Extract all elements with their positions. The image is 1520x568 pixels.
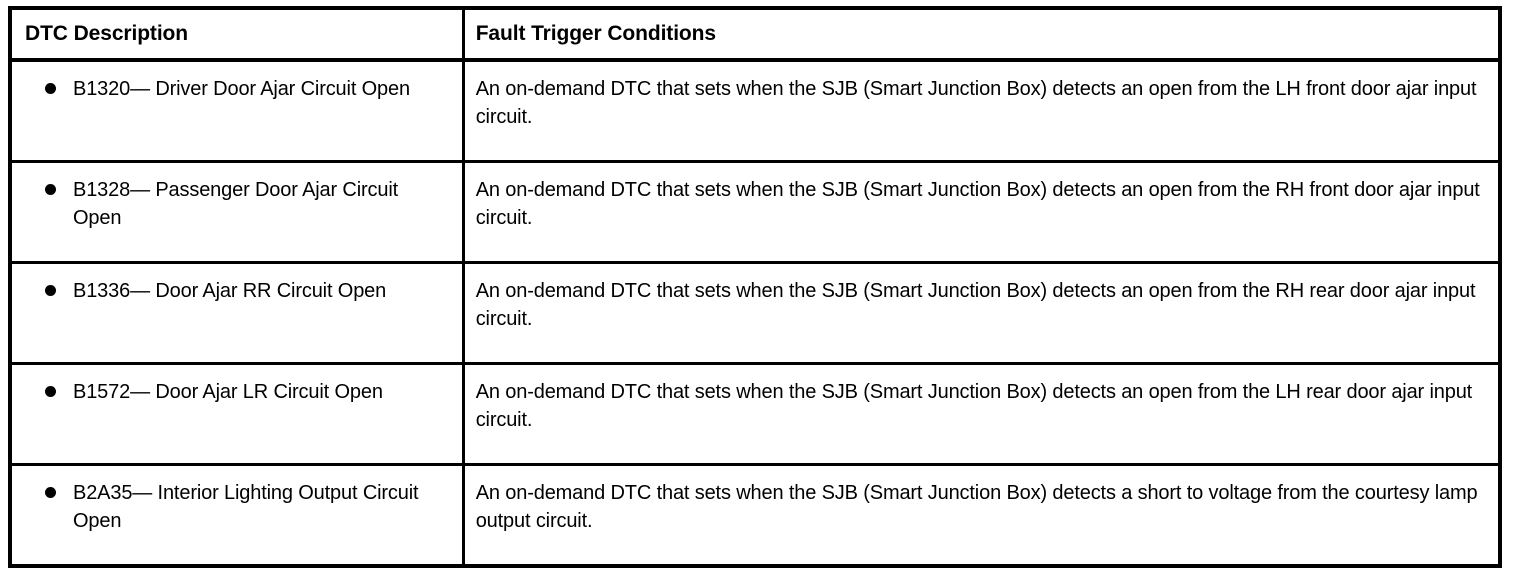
- table-row: B1336— Door Ajar RR Circuit Open An on-d…: [10, 261, 1500, 364]
- cell-dtc-description: B1572— Door Ajar LR Circuit Open: [10, 362, 465, 465]
- bullet-icon: [45, 184, 56, 195]
- dtc-description-text: B1572— Door Ajar LR Circuit Open: [73, 381, 383, 403]
- table-row: B1320— Driver Door Ajar Circuit Open An …: [10, 60, 1500, 162]
- bullet-icon: [45, 386, 56, 397]
- fault-trigger-conditions-text: An on-demand DTC that sets when the SJB …: [475, 482, 1478, 533]
- bullet-icon: [45, 487, 56, 498]
- cell-dtc-description: B1328— Passenger Door Ajar Circuit Open: [10, 160, 465, 263]
- cell-fault-trigger-conditions: An on-demand DTC that sets when the SJB …: [463, 60, 1500, 162]
- fault-trigger-conditions-text: An on-demand DTC that sets when the SJB …: [475, 78, 1477, 129]
- fault-trigger-conditions-text: An on-demand DTC that sets when the SJB …: [475, 280, 1476, 331]
- fault-trigger-conditions-text: An on-demand DTC that sets when the SJB …: [475, 179, 1480, 230]
- cell-fault-trigger-conditions: An on-demand DTC that sets when the SJB …: [463, 362, 1500, 465]
- cell-dtc-description: B2A35— Interior Lighting Output Circuit …: [10, 463, 465, 566]
- cell-fault-trigger-conditions: An on-demand DTC that sets when the SJB …: [463, 261, 1500, 364]
- dtc-description-text: B1336— Door Ajar RR Circuit Open: [73, 280, 387, 302]
- table-row: B1572— Door Ajar LR Circuit Open An on-d…: [10, 362, 1500, 465]
- cell-fault-trigger-conditions: An on-demand DTC that sets when the SJB …: [463, 160, 1500, 263]
- dtc-fault-table: DTC Description Fault Trigger Conditions…: [8, 6, 1502, 568]
- table-row: B1328— Passenger Door Ajar Circuit Open …: [10, 160, 1500, 263]
- bullet-icon: [45, 285, 56, 296]
- table-body: B1320— Driver Door Ajar Circuit Open An …: [10, 60, 1500, 566]
- dtc-description-text: B2A35— Interior Lighting Output Circuit …: [73, 482, 419, 533]
- table-row: B2A35— Interior Lighting Output Circuit …: [10, 463, 1500, 566]
- dtc-description-text: B1328— Passenger Door Ajar Circuit Open: [73, 179, 399, 230]
- column-header-dtc-description: DTC Description: [10, 8, 465, 62]
- table-header: DTC Description Fault Trigger Conditions: [10, 8, 1500, 62]
- cell-dtc-description: B1320— Driver Door Ajar Circuit Open: [10, 60, 465, 162]
- document-page: DTC Description Fault Trigger Conditions…: [8, 6, 1502, 568]
- column-header-fault-trigger-conditions: Fault Trigger Conditions: [463, 8, 1500, 62]
- cell-dtc-description: B1336— Door Ajar RR Circuit Open: [10, 261, 465, 364]
- dtc-description-text: B1320— Driver Door Ajar Circuit Open: [73, 78, 410, 100]
- cell-fault-trigger-conditions: An on-demand DTC that sets when the SJB …: [463, 463, 1500, 566]
- fault-trigger-conditions-text: An on-demand DTC that sets when the SJB …: [475, 381, 1473, 432]
- bullet-icon: [45, 83, 56, 94]
- header-row: DTC Description Fault Trigger Conditions: [10, 8, 1500, 62]
